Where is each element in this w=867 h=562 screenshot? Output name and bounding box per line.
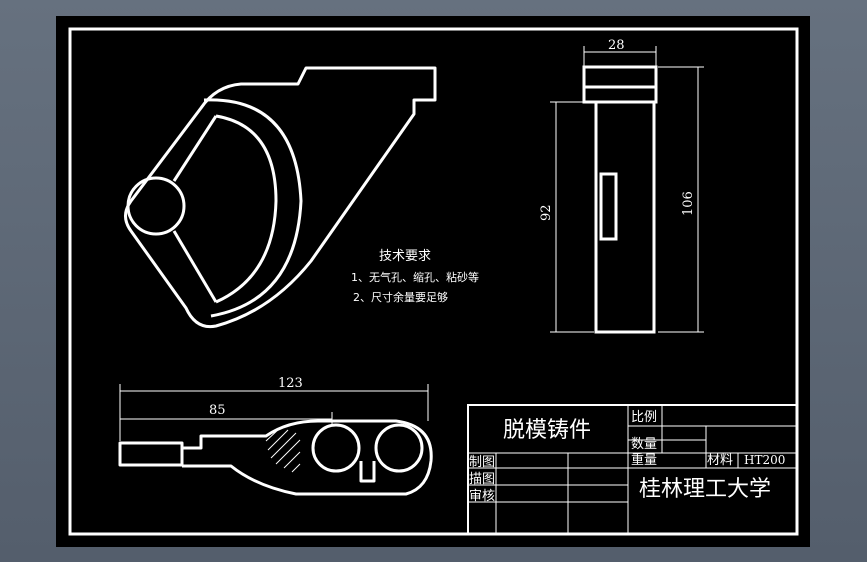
weight-label: 重量 [631, 452, 657, 468]
side-view-dimensions [550, 46, 704, 333]
notes-title: 技术要求 [379, 249, 431, 264]
material-value: HT200 [744, 453, 785, 467]
dim-bottom-partial-length: 85 [209, 403, 226, 418]
notes-item-2: 2、尺寸余量要足够 [353, 290, 448, 304]
drawn-label: 制图 [469, 455, 495, 470]
notes-item-1: 1、无气孔、缩孔、粘砂等 [351, 270, 479, 284]
scale-label: 比例 [631, 410, 657, 425]
quantity-label: 数量 [631, 437, 657, 452]
side-view[interactable] [582, 65, 658, 334]
drawing-sheet[interactable]: 28 92 106 技术要求 1、无气孔、缩孔、粘砂等 2、尺寸余量要足够 12… [56, 16, 810, 547]
bottom-view[interactable] [118, 419, 433, 496]
dim-side-total-height: 106 [681, 191, 696, 216]
front-view[interactable] [124, 66, 437, 329]
checked-label: 审核 [469, 489, 495, 504]
section-hatch [265, 427, 301, 473]
material-label: 材料 [707, 453, 733, 468]
traced-label: 描图 [469, 472, 495, 487]
part-name: 脱模铸件 [503, 418, 591, 443]
dim-side-width: 28 [608, 38, 625, 53]
school-name: 桂林理工大学 [639, 477, 771, 502]
dim-bottom-total-length: 123 [278, 376, 303, 391]
dim-side-inner-height: 92 [539, 204, 554, 221]
drawing-canvas[interactable]: 28 92 106 技术要求 1、无气孔、缩孔、粘砂等 2、尺寸余量要足够 12… [56, 16, 810, 547]
drawing-border [68, 27, 799, 536]
bottom-view-dimensions [119, 384, 429, 441]
title-block[interactable] [467, 404, 798, 535]
